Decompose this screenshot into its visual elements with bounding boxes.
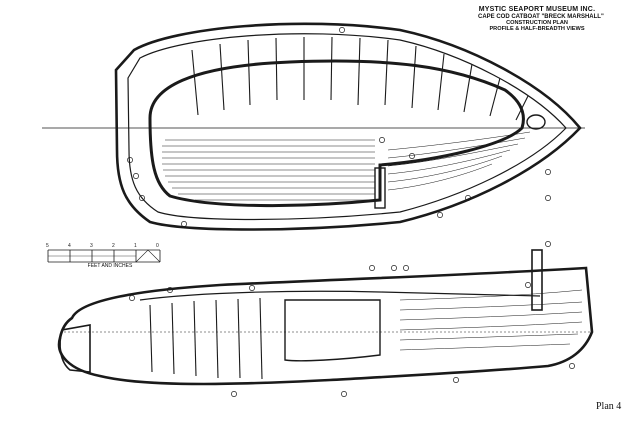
cockpit-coaming [148, 59, 525, 208]
rudder [59, 324, 91, 373]
callout-circles-lower [129, 265, 575, 397]
half-breadth-view [42, 22, 585, 247]
inner-rail-line [127, 33, 567, 221]
coaming-profile [139, 290, 541, 301]
hull-outline-profile [57, 266, 594, 386]
side-decking [387, 131, 531, 191]
mast-profile [531, 249, 543, 311]
scale-label-4: 4 [68, 243, 71, 249]
centerboard-trunk [374, 167, 386, 209]
floorboards [162, 139, 375, 201]
scale-label-5: 5 [46, 243, 49, 249]
title-block: MYSTIC SEAPORT MUSEUM INC. CAPE COD CATB… [478, 6, 604, 34]
plan-number: Plan 4 [596, 401, 622, 412]
mast-step [526, 114, 546, 130]
museum-name: MYSTIC SEAPORT MUSEUM INC. [478, 6, 596, 13]
profile-view [57, 249, 594, 397]
scale-label-1: 1 [134, 243, 137, 249]
centerboard-profile [284, 299, 381, 362]
boat-name: CAPE COD CATBOAT "BRECK MARSHALL" [478, 14, 604, 21]
frames-profile [149, 297, 263, 380]
scale-caption: FEET AND INCHES [87, 263, 133, 269]
plan-name: CONSTRUCTION PLAN [506, 19, 568, 26]
scale-label-0: 0 [156, 243, 159, 249]
scale-label-2: 2 [112, 243, 115, 249]
views-label: PROFILE & HALF-BREADTH VIEWS [489, 25, 585, 32]
planking-lines [399, 289, 583, 351]
callout-circles-upper [127, 27, 551, 247]
scale-bar: 5 4 3 2 1 0 [46, 243, 161, 263]
scale-label-3: 3 [90, 243, 93, 249]
hull-outline-half-breadth [114, 22, 582, 231]
frames-upper [191, 36, 529, 121]
